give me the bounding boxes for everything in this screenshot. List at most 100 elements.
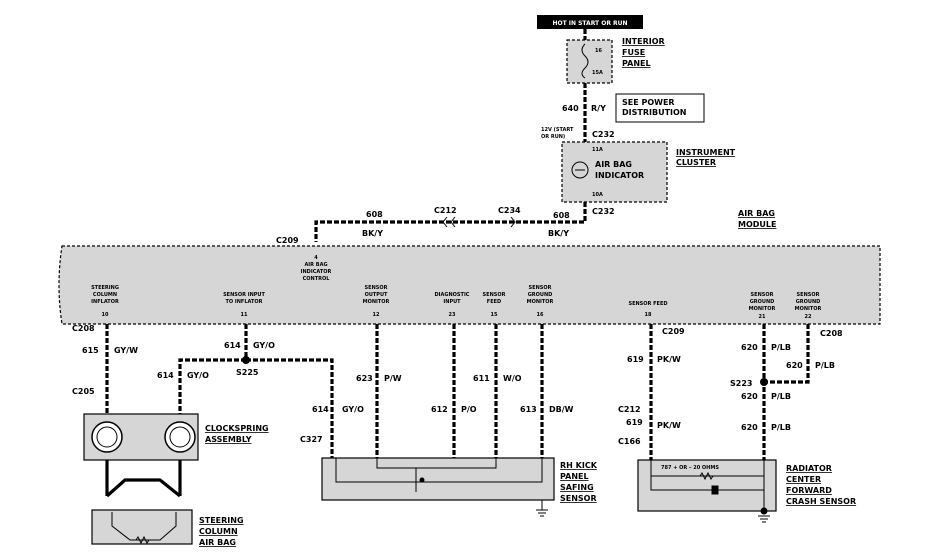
sensor-resistance: 787 + OR – 20 OHMS xyxy=(661,465,719,471)
fuse-panel-label-3: PANEL xyxy=(622,59,651,68)
wire-611-color: W/O xyxy=(503,374,522,383)
ground-icon-sensor xyxy=(536,509,548,517)
pin-sensor-input-l1: SENSOR INPUT xyxy=(223,292,265,298)
wire-620-b-color: P/LB xyxy=(815,361,835,370)
pin-gnd-mon3-num: 22 xyxy=(805,314,812,320)
pin-feed2-num: 18 xyxy=(645,312,652,318)
pin-sensor-input-num: 11 xyxy=(241,312,248,318)
wire-608-right-num: 608 xyxy=(553,211,570,220)
pin-steering-l2: COLUMN xyxy=(93,292,117,298)
splice-s223-dot xyxy=(760,378,768,386)
rh-kick-panel-sensor xyxy=(321,457,555,501)
cluster-label-2: CLUSTER xyxy=(676,158,716,167)
wire-613-color: DB/W xyxy=(549,405,574,414)
wire-614-b-num: 614 xyxy=(157,371,174,380)
indicator-label-2: INDICATOR xyxy=(595,171,644,180)
rh-sensor-label-2: PANEL xyxy=(560,472,589,481)
wire-619-b-num: 619 xyxy=(626,418,643,427)
rh-sensor-label-1: RH KICK xyxy=(560,461,598,470)
fuse-rating: 15A xyxy=(592,70,603,76)
connector-c232-bottom: C232 xyxy=(592,207,615,216)
fuse-icon xyxy=(581,43,589,79)
hot-in-start-label-box xyxy=(537,15,643,29)
pin-gnd-mon1-num: 16 xyxy=(537,312,544,318)
wire-614-b-color: GY/O xyxy=(187,371,209,380)
pin-sensor-input-l2: TO INFLATOR xyxy=(225,299,262,305)
connector-c234: C234 xyxy=(498,206,521,215)
pin-output-monitor-num: 12 xyxy=(373,312,380,318)
wire-640-num: 640 xyxy=(562,104,579,113)
pin-indicator-l1: AIR BAG xyxy=(304,262,327,268)
rad-sensor-label-1: RADIATOR xyxy=(786,464,832,473)
airbag-label-2: COLUMN xyxy=(199,527,238,536)
pin-indicator-num: 4 xyxy=(314,255,318,261)
power-note-1: SEE POWER xyxy=(622,98,675,107)
pin-steering-l1: STEERING xyxy=(91,285,119,291)
steering-column-airbag xyxy=(91,509,193,545)
pin-gnd-mon1-l2: GROUND xyxy=(528,292,553,298)
fuse-panel-label-1: INTERIOR xyxy=(622,37,665,46)
wire-608-right-color: BK/Y xyxy=(548,229,569,238)
wire-619-a-color: PK/W xyxy=(657,355,681,364)
power-note-2: DISTRIBUTION xyxy=(622,108,687,117)
start-run-note-1: 12V (START xyxy=(541,127,574,133)
pin-feed2-l1: SENSOR FEED xyxy=(628,301,667,307)
wire-613-num: 613 xyxy=(520,405,537,414)
wire-620-d-num: 620 xyxy=(741,423,758,432)
wire-614-c-color: GY/O xyxy=(342,405,364,414)
fuse-pin-top: 16 xyxy=(595,48,602,54)
module-pin-labels: STEERING COLUMN INFLATOR 10 4 AIR BAG IN… xyxy=(91,255,821,320)
sensor-circuit-outer xyxy=(335,458,543,483)
start-run-note-2: OR RUN) xyxy=(541,134,565,140)
pin-output-monitor-l3: MONITOR xyxy=(363,299,390,305)
airbag-label-1: STEERING xyxy=(199,516,244,525)
pin-gnd-mon2-l2: GROUND xyxy=(750,299,775,305)
wire-640-color: R/Y xyxy=(591,104,606,113)
indicator-label-1: AIR BAG xyxy=(595,160,632,169)
clockspring-coil-left-icon xyxy=(91,421,123,453)
connector-c212-bottom: C212 xyxy=(618,405,641,414)
pin-gnd-mon2-l1: SENSOR xyxy=(751,292,774,298)
connector-c327: C327 xyxy=(300,435,323,444)
connector-c212-symbol xyxy=(442,216,456,228)
radiator-crash-sensor xyxy=(637,459,777,512)
splice-s225: S225 xyxy=(236,368,259,377)
wire-620-branch xyxy=(764,324,810,384)
rad-sensor-label-3: FORWARD xyxy=(786,486,832,495)
wire-clockspring-cross xyxy=(105,478,181,498)
wire-620-a-color: P/LB xyxy=(771,343,791,352)
pin-diag-l1: DIAGNOSTIC xyxy=(435,292,470,298)
rad-sensor-ground-dot xyxy=(760,507,768,515)
rad-sensor-circuit-bottom xyxy=(650,476,764,491)
pin-diag-l2: INPUT xyxy=(443,299,461,305)
wire-623-color: P/W xyxy=(384,374,402,383)
sensor-circuit-inner xyxy=(376,458,497,469)
cluster-pin-top: 11A xyxy=(592,147,603,153)
module-label-1: AIR BAG xyxy=(738,209,775,218)
airbag-label-3: AIR BAG xyxy=(199,538,236,547)
clockspring-coil-right-icon xyxy=(164,421,196,453)
wire-620-d-color: P/LB xyxy=(771,423,791,432)
wire-614-sensor xyxy=(246,358,334,458)
wire-620-c-color: P/LB xyxy=(771,392,791,401)
wire-608-left-color: BK/Y xyxy=(362,229,383,238)
wire-619-b-color: PK/W xyxy=(657,421,681,430)
wire-612-color: P/O xyxy=(461,405,477,414)
pin-gnd-mon2-l3: MONITOR xyxy=(749,306,776,312)
wire-611-num: 611 xyxy=(473,374,490,383)
wire-620-a-num: 620 xyxy=(741,343,758,352)
connector-c209-right: C209 xyxy=(662,327,685,336)
pin-feed-l1: SENSOR xyxy=(483,292,506,298)
connector-c205: C205 xyxy=(72,387,95,396)
rh-sensor-label-4: SENSOR xyxy=(560,494,597,503)
instrument-cluster xyxy=(561,141,668,203)
clockspring-coil-left-inner xyxy=(96,426,118,448)
pin-indicator-l3: CONTROL xyxy=(303,276,331,282)
connector-c209-left: C209 xyxy=(276,236,299,245)
connector-c166: C166 xyxy=(618,437,641,446)
wire-615-color: GY/W xyxy=(114,346,138,355)
clockspring-label-1: CLOCKSPRING xyxy=(205,424,269,433)
wire-619-a-num: 619 xyxy=(627,355,644,364)
